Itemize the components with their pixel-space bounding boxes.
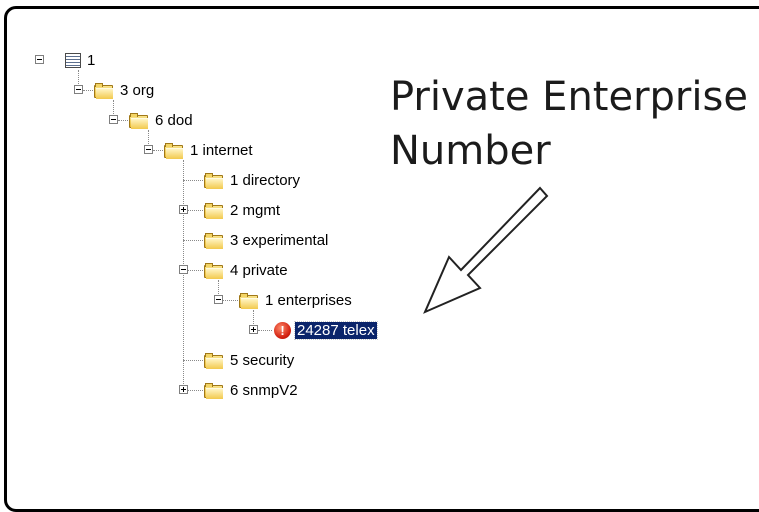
expand-toggle[interactable]: [179, 205, 188, 214]
node-label[interactable]: 3 experimental: [230, 231, 329, 249]
collapse-toggle[interactable]: [179, 265, 188, 274]
tree-connector: [253, 310, 254, 332]
expand-toggle[interactable]: [179, 385, 188, 394]
folder-icon: [129, 112, 149, 129]
tree-connector: [153, 150, 163, 151]
annotation-text: Private Enterprise Number: [390, 70, 748, 178]
node-label[interactable]: 1 enterprises: [265, 291, 352, 309]
tree-node-mgmt[interactable]: 2 mgmt: [179, 199, 282, 221]
node-label[interactable]: 6 snmpV2: [230, 381, 298, 399]
node-label[interactable]: 1 internet: [190, 141, 253, 159]
mib-tree: 1 3 org 6 dod 1 internet 1 directory 2 m…: [35, 49, 378, 401]
tree-node-snmpv2[interactable]: 6 snmpV2: [179, 379, 300, 401]
tree-connector: [218, 280, 219, 302]
collapse-toggle[interactable]: [109, 115, 118, 124]
tree-connector: [223, 300, 238, 301]
tree-node-experimental[interactable]: 3 experimental: [204, 229, 330, 251]
folder-icon: [164, 142, 184, 159]
collapse-toggle[interactable]: [74, 85, 83, 94]
tree-connector: [183, 360, 203, 361]
tree-node-enterprises[interactable]: 1 enterprises: [214, 289, 354, 311]
node-label[interactable]: 2 mgmt: [230, 201, 281, 219]
tree-connector: [183, 240, 203, 241]
arrow-shape: [423, 186, 549, 314]
tree-node-dod[interactable]: 6 dod: [109, 109, 195, 131]
tree-connector: [78, 70, 79, 86]
tree-node-telex[interactable]: ! 24287 telex: [249, 319, 378, 341]
folder-icon: [239, 292, 259, 309]
tree-node-security[interactable]: 5 security: [204, 349, 296, 371]
tree-panel: [4, 6, 759, 512]
tree-connector: [118, 120, 128, 121]
folder-icon: [94, 82, 114, 99]
annotation-line-2: Number: [390, 128, 551, 174]
annotation-arrow: [423, 186, 549, 314]
tree-connector: [83, 90, 93, 91]
folder-icon: [204, 232, 224, 249]
tree-connector: [183, 160, 184, 392]
node-label[interactable]: 5 security: [230, 351, 295, 369]
node-label-selected[interactable]: 24287 telex: [294, 320, 378, 340]
tree-node-directory[interactable]: 1 directory: [204, 169, 302, 191]
collapse-toggle[interactable]: [35, 55, 44, 64]
folder-icon: [204, 202, 224, 219]
tree-connector: [188, 210, 203, 211]
alert-icon: !: [274, 321, 291, 339]
folder-icon: [204, 262, 224, 279]
node-label[interactable]: 1 directory: [230, 171, 301, 189]
tree-connector: [258, 330, 272, 331]
tree-connector: [183, 180, 203, 181]
tree-connector: [148, 130, 149, 146]
tree-node-internet[interactable]: 1 internet: [144, 139, 255, 161]
node-label[interactable]: 4 private: [230, 261, 288, 279]
annotation-line-1: Private Enterprise: [390, 74, 748, 120]
tree-node-org[interactable]: 3 org: [74, 79, 156, 101]
node-label[interactable]: 3 org: [120, 81, 155, 99]
node-label[interactable]: 1: [87, 51, 96, 69]
tree-node-root[interactable]: 1: [35, 49, 97, 71]
folder-icon: [204, 172, 224, 189]
table-icon: [65, 52, 81, 68]
tree-connector: [188, 270, 203, 271]
tree-connector: [188, 390, 203, 391]
collapse-toggle[interactable]: [144, 145, 153, 154]
tree-connector: [113, 100, 114, 116]
node-label[interactable]: 6 dod: [155, 111, 193, 129]
expand-toggle[interactable]: [249, 325, 258, 334]
tree-node-private[interactable]: 4 private: [179, 259, 290, 281]
collapse-toggle[interactable]: [214, 295, 223, 304]
folder-icon: [204, 382, 224, 399]
folder-icon: [204, 352, 224, 369]
